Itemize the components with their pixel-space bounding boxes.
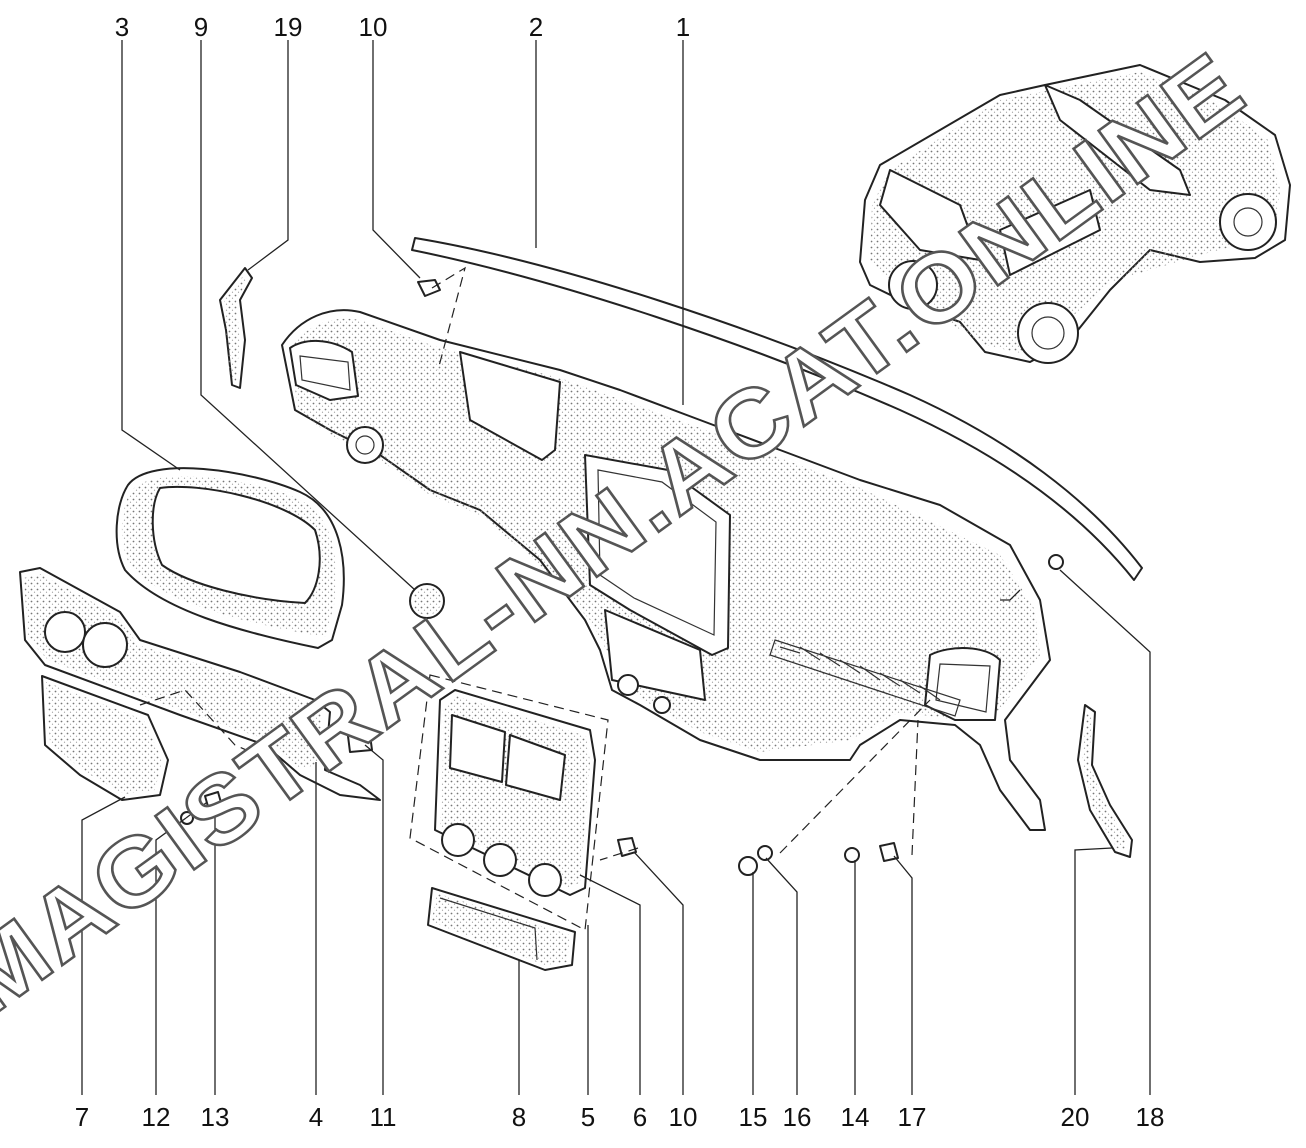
- storage-tray-part: [427, 887, 576, 971]
- callout-5: 5: [581, 1102, 595, 1132]
- hardware-clip-10-top: [417, 279, 441, 297]
- hardware-clip-10-bottom: [617, 837, 637, 857]
- callout-10-top: 10: [359, 12, 388, 42]
- assembly-dash-lines: [139, 266, 931, 861]
- instrument-hood-part: [115, 467, 345, 649]
- hardware-clip-13: [204, 791, 223, 811]
- callout-18: 18: [1136, 1102, 1165, 1132]
- callout-13: 13: [201, 1102, 230, 1132]
- vehicle-location-inset: [859, 64, 1291, 364]
- callout-19: 19: [274, 12, 303, 42]
- callout-15: 15: [739, 1102, 768, 1132]
- callout-7: 7: [75, 1102, 89, 1132]
- callout-4: 4: [309, 1102, 323, 1132]
- dashboard-panel-part: [281, 309, 1051, 831]
- callout-12: 12: [142, 1102, 171, 1132]
- callout-14: 14: [841, 1102, 870, 1132]
- callout-11: 11: [370, 1102, 397, 1132]
- callout-16: 16: [783, 1102, 812, 1132]
- callout-8: 8: [512, 1102, 526, 1132]
- callout-3: 3: [115, 12, 129, 42]
- left-side-bracket-part: [219, 267, 253, 389]
- hardware-cap-15: [738, 856, 758, 876]
- center-console-frame-part: [409, 674, 609, 931]
- hardware-plug-18: [1048, 554, 1064, 570]
- callout-6: 6: [633, 1102, 647, 1132]
- lower-trim-panel-part: [19, 567, 381, 801]
- callout-20: 20: [1061, 1102, 1090, 1132]
- callout-2: 2: [529, 12, 543, 42]
- callout-9: 9: [194, 12, 208, 42]
- right-side-bracket-part: [1077, 704, 1133, 858]
- callout-10-bottom: 10: [669, 1102, 698, 1132]
- glove-box-lid-part: [41, 675, 169, 801]
- hardware-screw-14: [844, 847, 860, 863]
- callout-17: 17: [898, 1102, 927, 1132]
- trim-strip-part: [411, 237, 1143, 581]
- hardware-clip-17: [879, 842, 899, 862]
- round-plug-part: [409, 583, 445, 619]
- callout-1: 1: [676, 12, 690, 42]
- hardware-nut-16: [757, 845, 773, 861]
- callout-leader-lines: [81, 40, 1151, 1095]
- callout-numbers: 3 9 19 10 2 1 7 12 13 4 11 8 5 6 10 15 1…: [75, 12, 1165, 1132]
